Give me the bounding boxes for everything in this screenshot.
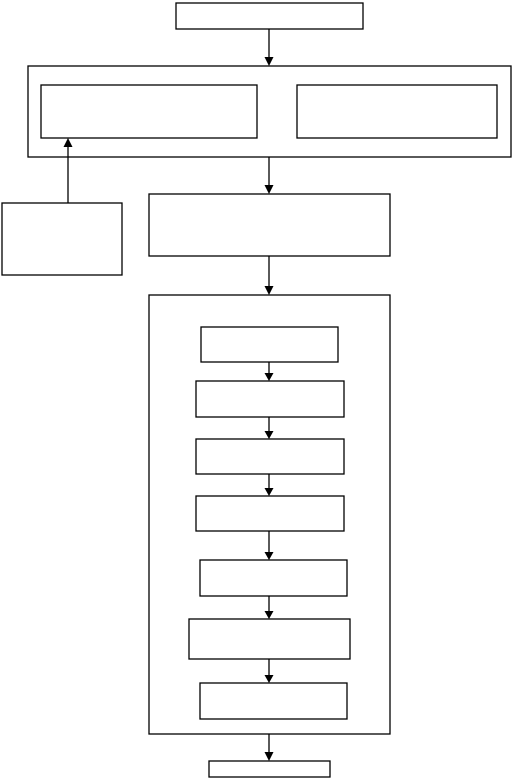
node-top xyxy=(175,2,364,30)
arrowhead xyxy=(264,286,274,295)
node-step-5 xyxy=(199,559,348,597)
arrowhead xyxy=(264,611,274,619)
node-step-6 xyxy=(188,618,351,660)
arrowhead xyxy=(264,552,274,560)
node-group-1-left-box xyxy=(40,84,258,139)
arrowhead xyxy=(264,488,274,496)
node-group-1-right-box xyxy=(296,84,498,139)
connector-group-2-to-bottom xyxy=(264,734,274,761)
connector-top-to-group-1 xyxy=(264,29,274,66)
node-step-5-box xyxy=(199,559,348,597)
arrowhead xyxy=(63,138,73,147)
node-bottom-box xyxy=(208,760,331,778)
node-middle-box xyxy=(148,193,391,257)
node-step-2-box xyxy=(195,380,345,418)
node-top-box xyxy=(175,2,364,30)
connector-step-1-to-step-2 xyxy=(264,362,274,381)
arrowhead xyxy=(264,373,274,381)
connector-side-to-group-1-left xyxy=(63,138,73,203)
arrowhead xyxy=(264,431,274,439)
node-step-1 xyxy=(200,326,339,363)
node-side xyxy=(1,202,123,276)
connector-group-1-to-middle xyxy=(264,157,274,194)
node-step-4-box xyxy=(195,495,345,532)
connector-step-5-to-step-6 xyxy=(264,596,274,619)
node-step-6-box xyxy=(188,618,351,660)
node-step-2 xyxy=(195,380,345,418)
arrowhead xyxy=(264,57,274,66)
node-bottom xyxy=(208,760,331,778)
node-side-box xyxy=(1,202,123,276)
node-step-7-box xyxy=(199,682,348,720)
arrowhead xyxy=(264,185,274,194)
connector-step-2-to-step-3 xyxy=(264,417,274,439)
arrowhead xyxy=(264,675,274,683)
node-group-1-left xyxy=(40,84,258,139)
connector-middle-to-group-2 xyxy=(264,256,274,295)
connector-step-6-to-step-7 xyxy=(264,659,274,683)
node-step-7 xyxy=(199,682,348,720)
connector-step-4-to-step-5 xyxy=(264,531,274,560)
arrowhead xyxy=(264,752,274,761)
node-middle xyxy=(148,193,391,257)
node-step-4 xyxy=(195,495,345,532)
node-group-1-right xyxy=(296,84,498,139)
connector-step-3-to-step-4 xyxy=(264,474,274,496)
node-step-3 xyxy=(195,438,345,475)
node-step-1-box xyxy=(200,326,339,363)
connectors xyxy=(63,29,274,761)
node-step-3-box xyxy=(195,438,345,475)
